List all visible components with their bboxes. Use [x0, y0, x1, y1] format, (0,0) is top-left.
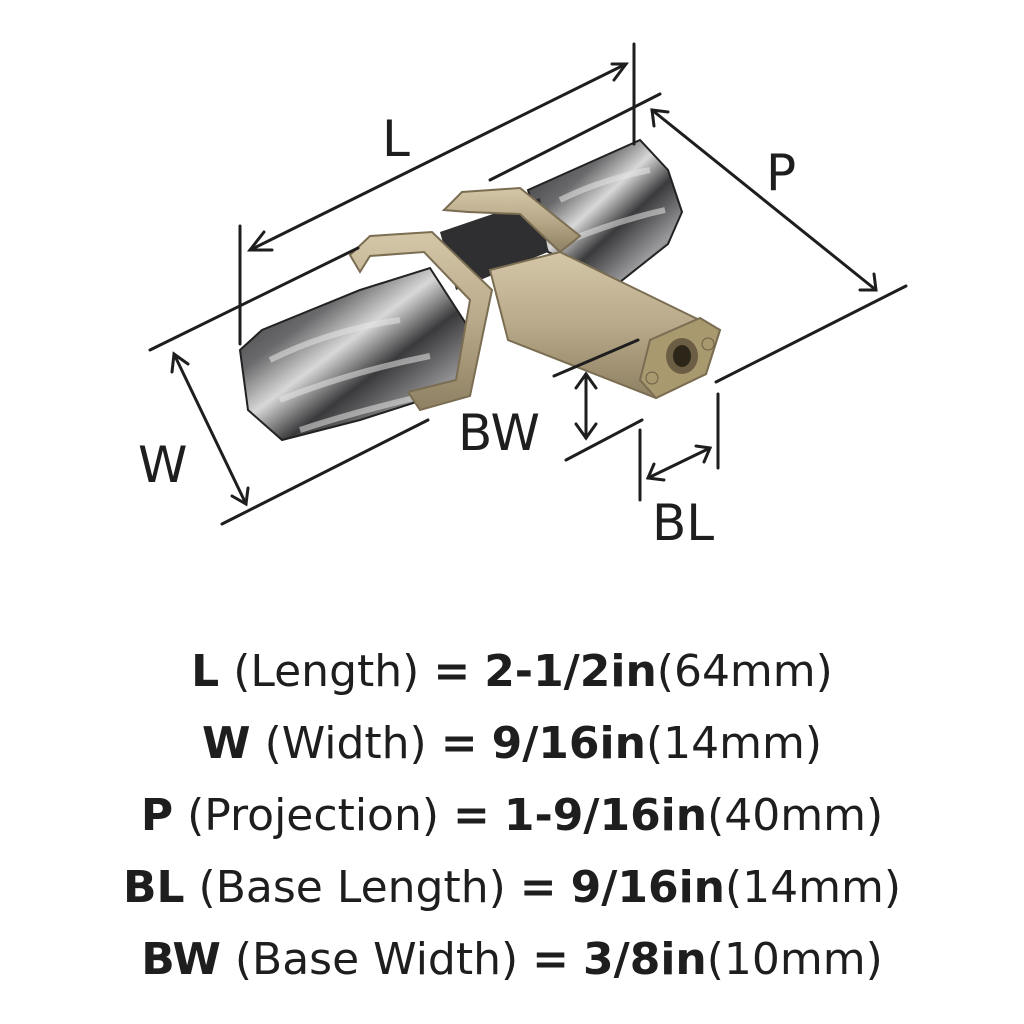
- label-BL: BL: [652, 494, 714, 552]
- label-L: L: [382, 110, 410, 168]
- spec-width: W (Width) = 9/16in(14mm): [202, 718, 822, 769]
- knob-illustration: [238, 138, 722, 442]
- brass-collar-rear: [441, 186, 582, 254]
- brass-collar-front: [348, 230, 494, 412]
- label-P: P: [766, 144, 796, 202]
- projection-arrow: [650, 108, 878, 292]
- dimension-lines: [148, 42, 908, 526]
- spec-base-length: BL (Base Length) = 9/16in(14mm): [122, 862, 902, 913]
- base-length-arrow: [646, 446, 712, 480]
- label-W: W: [138, 436, 187, 494]
- length-arrow: [248, 62, 628, 252]
- width-arrow: [172, 352, 248, 506]
- label-BW: BW: [458, 404, 540, 462]
- spec-projection: P (Projection) = 1-9/16in(40mm): [140, 790, 884, 841]
- spec-base-width: BW (Base Width) = 3/8in(10mm): [141, 934, 883, 985]
- dimension-diagram: L P W BW BL: [138, 42, 908, 552]
- dimension-specs: L (Length) = 2-1/2in(64mm) W (Width) = 9…: [0, 636, 1024, 996]
- base-pin-left: [645, 371, 659, 385]
- spec-length: L (Length) = 2-1/2in(64mm): [191, 646, 833, 697]
- base-pin-right: [701, 337, 715, 351]
